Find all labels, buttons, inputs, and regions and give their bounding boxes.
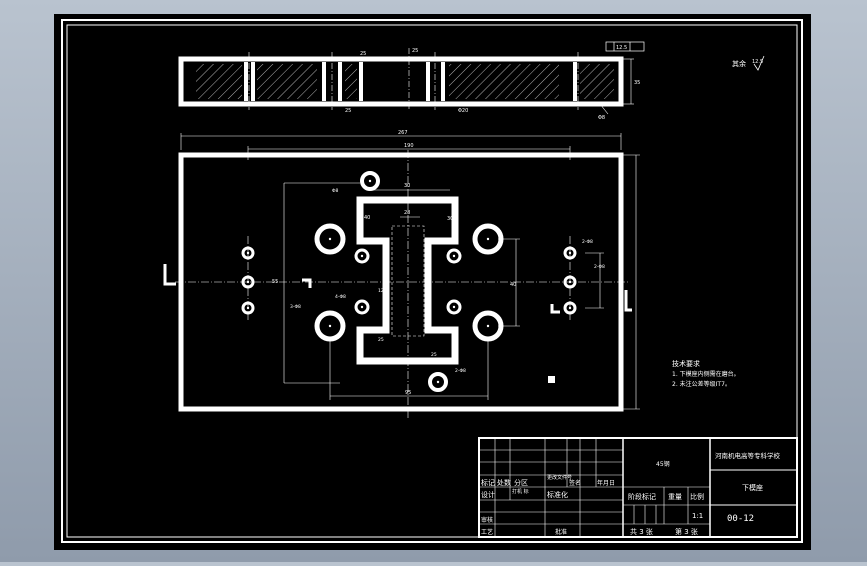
hole-centers <box>246 179 572 384</box>
tb-material: 45钢 <box>656 460 670 468</box>
dim-label-5: 40 <box>510 282 516 288</box>
section-view: 35 12.5 Φ8 25 25 25 Φ20 <box>178 41 645 121</box>
dim-label-6: 2-Φ8 <box>582 239 593 245</box>
hatch-region-5 <box>580 64 614 99</box>
dim-label-1: 30 <box>404 183 410 189</box>
section-webs <box>244 62 577 101</box>
small-dim-1: 25 <box>360 51 366 57</box>
dim-label-8: 3-Φ8 <box>290 304 301 310</box>
tech-note-1: 1. 下模座内侧需在磨台。 <box>672 370 740 378</box>
pin-bottom <box>548 376 555 383</box>
pin-right <box>550 304 560 314</box>
dim-label-13: 25 <box>431 352 437 358</box>
roughness-symbol <box>753 55 765 71</box>
tb-standardize: 标准化 <box>547 490 568 499</box>
title-block-text: 标记 处数 分区 更改文件号 签名 年月日 设计 打机 标 标准化 审核 工艺 … <box>481 451 781 536</box>
plan-view: 267 190 55 <box>163 130 640 418</box>
cavity-outline <box>356 196 459 365</box>
inner-border <box>66 24 798 538</box>
thickness-label: 35 <box>634 80 640 86</box>
bottom-dim-label: 95 <box>405 390 411 396</box>
thickness-dimension <box>623 58 634 105</box>
small-dim-2: 25 <box>412 48 418 54</box>
large-holes <box>314 171 504 392</box>
tb-small-label: 打机 标 <box>512 488 529 495</box>
small-dim-3: 25 <box>345 108 351 114</box>
pin-left <box>302 278 312 288</box>
tech-note-2: 2. 未注公差等级IT7。 <box>672 380 731 388</box>
tb-mark: 标记 <box>481 478 495 487</box>
tb-sheets-total: 共 3 张 <box>630 527 653 536</box>
cavity-inner <box>391 225 425 337</box>
tb-review: 审核 <box>481 516 493 524</box>
hatch-region-2 <box>257 64 317 99</box>
tb-scale: 比例 <box>690 492 704 501</box>
dim-label-10: 2-Φ8 <box>455 368 466 374</box>
small-dim-4: Φ20 <box>458 108 468 114</box>
technical-notes: 技术要求 1. 下模座内侧需在磨台。 2. 未注公差等级IT7。 <box>672 359 740 388</box>
dim-label-3: 30 <box>447 216 453 222</box>
dim-label-7: 2-Φ8 <box>594 264 605 270</box>
tb-signature: 签名 <box>569 479 581 487</box>
dim-label-2: 28 <box>404 210 410 216</box>
tb-approve: 批准 <box>555 528 567 536</box>
hatch-region-3 <box>345 64 357 99</box>
tb-sheet-no: 第 3 张 <box>675 527 698 536</box>
section-outline <box>178 56 624 107</box>
title-block <box>478 437 798 538</box>
tb-process: 工艺 <box>481 528 493 536</box>
tb-zone: 分区 <box>514 478 528 487</box>
tb-count: 处数 <box>497 478 511 487</box>
tb-part-name: 下模座 <box>742 483 763 492</box>
tb-school: 河南机电高等专科学校 <box>715 451 781 460</box>
tb-weight: 重量 <box>668 493 682 501</box>
section-centerlines <box>248 48 579 110</box>
tb-scale-value: 1:1 <box>692 512 703 520</box>
dim-label-4: 40 <box>364 215 370 221</box>
small-holes <box>241 246 577 315</box>
tb-drawing-no: 00-12 <box>727 514 754 524</box>
dim-label-9: 4-Φ8 <box>335 294 346 300</box>
dim-label-15: 12 <box>378 288 384 294</box>
outer-border <box>61 19 803 543</box>
tb-design: 设计 <box>481 490 495 499</box>
side-dim-left: 55 <box>272 279 278 285</box>
edge-mark-left <box>163 264 176 286</box>
roughness-label: 12.5 <box>616 45 627 51</box>
edge-mark-right <box>624 290 632 312</box>
material-label: 其余 <box>732 59 746 68</box>
hatch-region-4 <box>449 64 559 99</box>
material-value: 12.5 <box>752 59 763 65</box>
plan-centerlines <box>175 150 630 418</box>
dim-label-11: Φ8 <box>332 188 339 194</box>
callout-leader <box>599 103 609 115</box>
datum-box <box>605 41 645 52</box>
dim-label-14: 30 <box>424 292 430 298</box>
tb-date: 年月日 <box>597 479 615 487</box>
dim-label-12: 25 <box>378 337 384 343</box>
overall-width-label: 267 <box>398 130 408 136</box>
tb-stage-mark: 阶段标记 <box>628 492 656 501</box>
hatch-region-1 <box>196 64 242 99</box>
inner-width-label: 190 <box>404 143 414 149</box>
tech-notes-title: 技术要求 <box>672 359 700 368</box>
tb-change-doc: 更改文件号 <box>547 474 572 481</box>
callout-label: Φ8 <box>598 115 605 121</box>
internal-dimensions <box>283 182 604 400</box>
